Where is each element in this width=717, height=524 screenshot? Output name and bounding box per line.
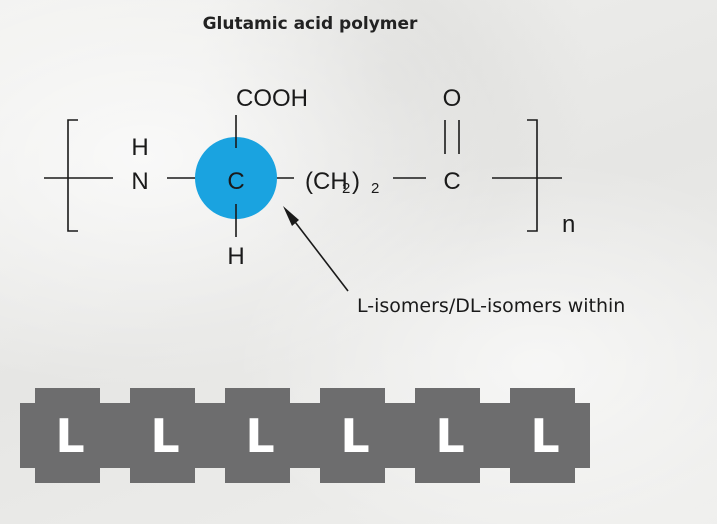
chain-unit-label: L: [150, 409, 179, 463]
methylene-close: ): [352, 168, 360, 195]
cooh-group: COOH: [236, 85, 308, 112]
chain-unit-link: [20, 403, 115, 468]
left-bracket: [67, 119, 78, 232]
alpha-carbon: C: [227, 168, 244, 195]
structural-formula: COOH H N C H O C n (CH 2 ) 2: [44, 85, 575, 270]
right-bracket: [527, 119, 538, 232]
chain-unit-link: [115, 403, 210, 468]
methylene-count: 2: [371, 180, 379, 197]
annotation-text: L-isomers/DL-isomers within: [357, 295, 625, 317]
carbonyl-carbon: C: [443, 168, 460, 195]
chain-unit-label: L: [55, 409, 84, 463]
chain-unit-link: [400, 403, 495, 468]
methylene-group: (CH 2 ) 2: [305, 168, 379, 197]
chain-unit-label: L: [530, 409, 559, 463]
chain-unit-link: [210, 403, 305, 468]
nitrogen-atom: N: [131, 168, 148, 195]
alpha-hydrogen: H: [227, 243, 244, 270]
isomer-annotation: L-isomers/DL-isomers within: [283, 206, 625, 317]
chain-unit-label: L: [340, 409, 369, 463]
methylene-subscript: 2: [342, 180, 350, 197]
alpha-carbon-highlight: [195, 137, 277, 219]
chain-unit-link: [495, 403, 590, 468]
arrow-head-icon: [283, 206, 299, 226]
repeat-count: n: [562, 211, 575, 238]
chain-unit-label: L: [435, 409, 464, 463]
chain-unit-link: [305, 403, 400, 468]
chain-unit-label: L: [245, 409, 274, 463]
carbonyl-oxygen: O: [443, 85, 462, 112]
diagram-title: Glutamic acid polymer: [203, 14, 418, 34]
methylene-open: (CH: [305, 168, 348, 195]
annotation-arrow-line: [288, 213, 349, 292]
amine-hydrogen: H: [131, 134, 148, 161]
